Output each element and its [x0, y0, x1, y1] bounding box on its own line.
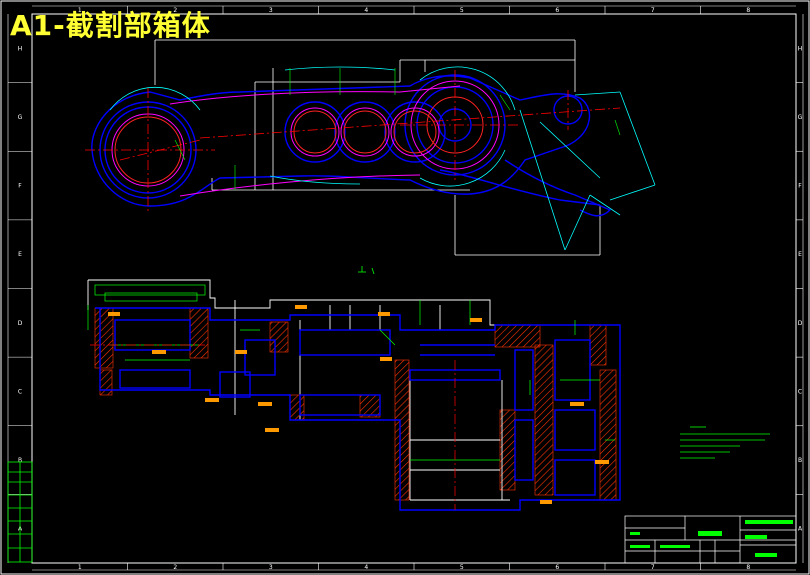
border-number-top: 6 — [555, 7, 559, 14]
border-letter-left: C — [18, 388, 22, 395]
border-letter-left: H — [18, 45, 23, 52]
drawing-title: A1-截割部箱体 — [10, 9, 211, 42]
border-number-bottom: 7 — [651, 564, 655, 571]
border-letter-right: E — [798, 251, 802, 258]
border-letter-right: F — [798, 183, 802, 190]
border-number-top: 3 — [269, 7, 273, 14]
border-letter-right: D — [798, 320, 803, 327]
section-view — [87, 279, 621, 511]
border-letter-left: E — [18, 251, 22, 258]
border-letter-left: A — [18, 526, 23, 533]
border-number-bottom: 6 — [555, 564, 559, 571]
border-letter-right: A — [798, 526, 803, 533]
border-number-bottom: 4 — [364, 564, 368, 571]
title-block-text-marks — [630, 520, 793, 557]
border-number-bottom: 1 — [78, 564, 82, 571]
border-number-top: 8 — [746, 7, 750, 14]
border-letter-left: D — [18, 320, 23, 327]
view-marker — [358, 266, 375, 275]
title-block — [624, 515, 797, 564]
border-number-bottom: 2 — [173, 564, 177, 571]
border-letter-left: B — [18, 457, 22, 464]
border-number-bottom: 5 — [460, 564, 464, 571]
border-letter-right: H — [798, 45, 803, 52]
border-letter-right: C — [798, 388, 802, 395]
border-number-bottom: 3 — [269, 564, 273, 571]
top-view-arm — [85, 39, 656, 256]
border-number-top: 7 — [651, 7, 655, 14]
border-number-top: 2 — [173, 7, 177, 14]
border-number-top: 1 — [78, 7, 82, 14]
border-number-bottom: 8 — [746, 564, 750, 571]
technical-notes — [680, 426, 770, 459]
border-letter-right: G — [798, 114, 803, 121]
border-letter-right: B — [798, 457, 802, 464]
border-letter-left: G — [18, 114, 23, 121]
border-letter-left: F — [18, 183, 22, 190]
left-side-table — [7, 461, 33, 563]
border-number-top: 5 — [460, 7, 464, 14]
border-number-top: 4 — [364, 7, 368, 14]
